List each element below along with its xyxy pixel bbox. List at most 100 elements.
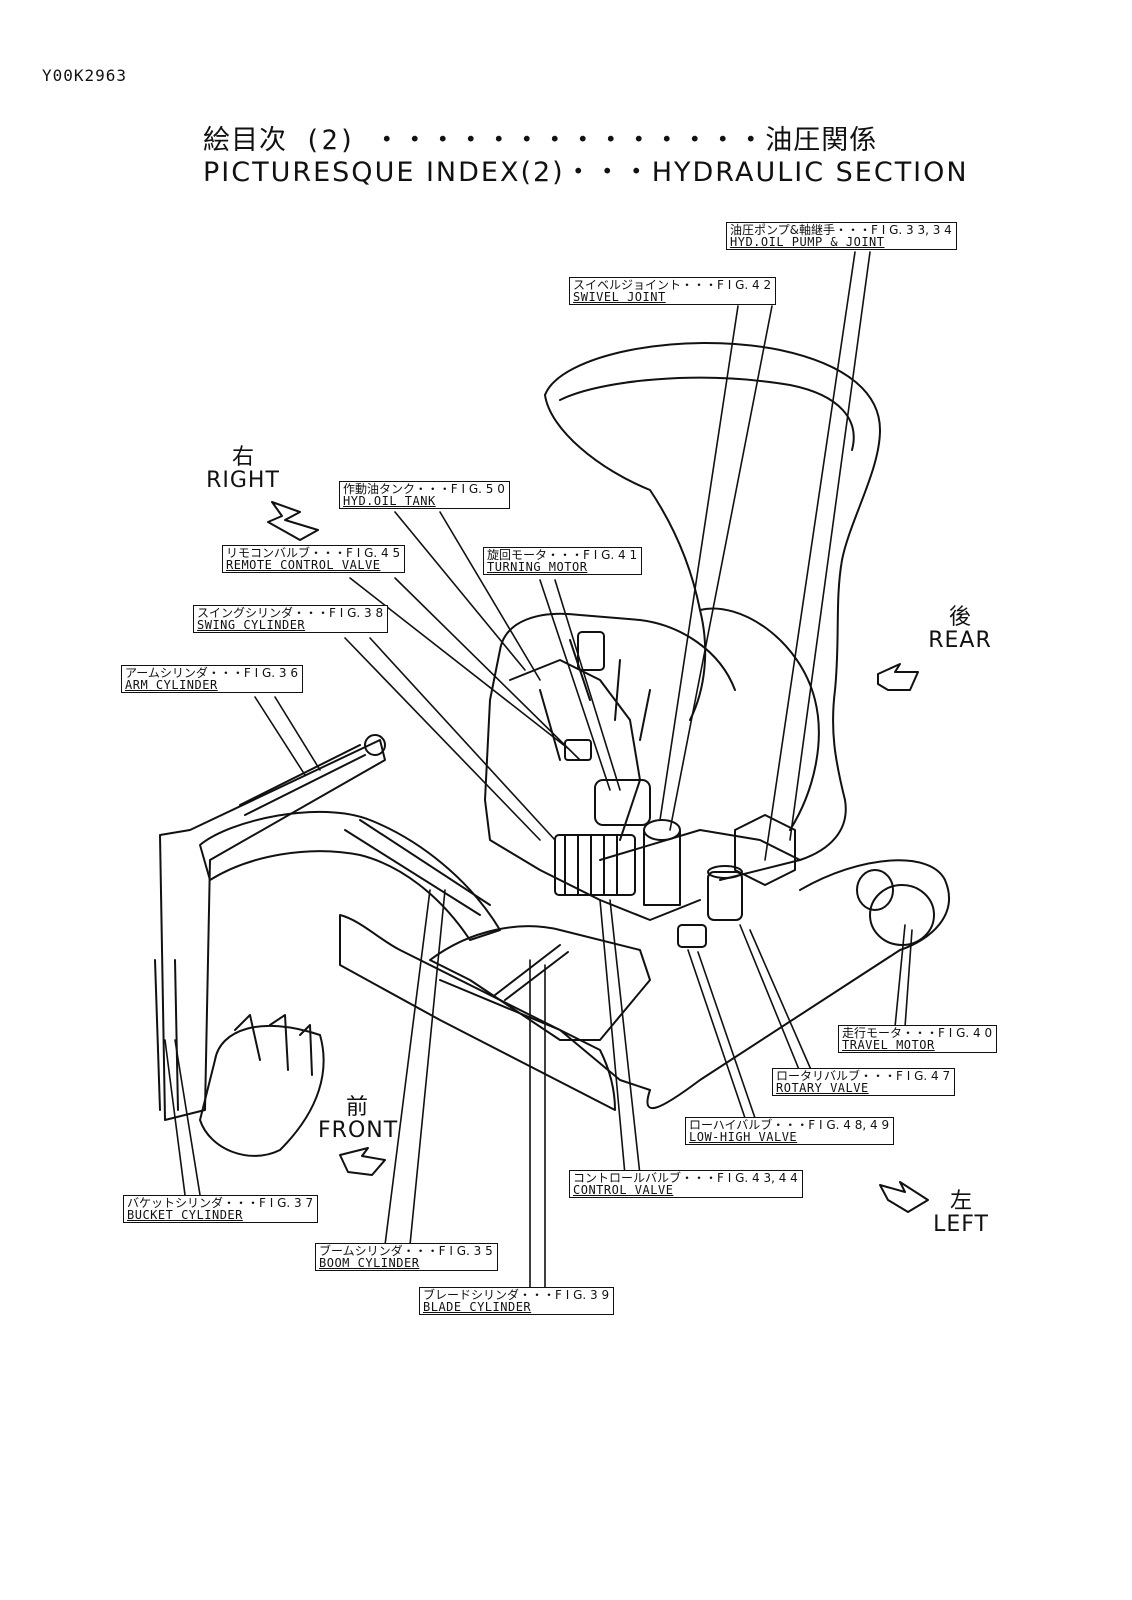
label-low-high-valve-en: LOW-HIGH VALVE xyxy=(689,1130,798,1144)
direction-front: 前 FRONT xyxy=(318,1095,399,1143)
label-swing-cylinder-en: SWING CYLINDER xyxy=(197,618,306,632)
arrow-right-icon xyxy=(267,501,319,541)
label-low-high-valve-ja: ローハイバルブ・・・F I G. 4 8, 4 9 xyxy=(689,1118,890,1132)
leader-swing-cylinder xyxy=(344,637,556,841)
direction-rear: 後 REAR xyxy=(925,606,995,652)
bucket-teeth xyxy=(234,1014,313,1076)
title-english: PICTURESQUE INDEX(2)・・・HYDRAULIC SECTION xyxy=(203,157,969,188)
leader-swivel-joint xyxy=(659,305,773,831)
document-id: Y00K2963 xyxy=(42,66,128,85)
dozer-blade xyxy=(339,914,616,1111)
arm-cylinder xyxy=(239,744,366,816)
pump-joint xyxy=(734,814,796,886)
leader-hyd-tank xyxy=(394,511,541,681)
label-low-high-valve: ローハイバルブ・・・F I G. 4 8, 4 9 LOW-HIGH VALVE xyxy=(685,1117,895,1145)
label-hyd-oil-pump-ja: 油圧ポンプ&軸継手・・・F I G. 3 3, 3 4 xyxy=(730,223,952,237)
boom xyxy=(199,810,501,941)
rotary-valve xyxy=(707,871,743,921)
lever-gauge xyxy=(577,631,605,671)
direction-rear-en: REAR xyxy=(928,628,992,653)
arrow-rear-icon xyxy=(877,663,919,691)
direction-right-en: RIGHT xyxy=(206,468,280,493)
low-high-valve xyxy=(677,924,707,948)
direction-front-ja: 前 xyxy=(345,1095,368,1120)
remote-valve xyxy=(564,739,592,761)
bucket-cylinder xyxy=(154,959,179,1111)
label-remote-control-valve-ja: リモコンバルブ・・・F I G. 4 5 xyxy=(226,546,401,560)
arm xyxy=(159,739,386,1121)
leader-bucket-cylinder xyxy=(164,1039,201,1196)
leader-boom-cylinder xyxy=(384,889,446,1246)
label-swivel-joint-en: SWIVEL JOINT xyxy=(573,290,666,304)
label-bucket-cylinder-ja: バケットシリンダ・・・F I G. 3 7 xyxy=(127,1196,314,1210)
leader-arm-cylinder xyxy=(254,696,321,776)
canopy-seat-back xyxy=(699,607,820,831)
leader-lines xyxy=(164,251,913,1291)
leader-low-high-valve xyxy=(687,949,756,1119)
bucket xyxy=(199,1024,325,1157)
label-swing-cylinder-ja: スイングシリンダ・・・F I G. 3 8 xyxy=(197,606,384,620)
label-blade-cylinder: ブレードシリンダ・・・F I G. 3 9 BLADE CYLINDER xyxy=(419,1287,615,1315)
label-remote-control-valve: リモコンバルブ・・・F I G. 4 5 REMOTE CONTROL VALV… xyxy=(222,545,406,573)
leader-turning-motor xyxy=(539,579,621,791)
direction-front-en: FRONT xyxy=(318,1118,399,1143)
canopy-outline xyxy=(544,341,881,881)
label-bucket-cylinder: バケットシリンダ・・・F I G. 3 7 BUCKET CYLINDER xyxy=(123,1195,319,1223)
label-swivel-joint: スイベルジョイント・・・F I G. 4 2 SWIVEL JOINT xyxy=(569,277,777,305)
leader-hyd-pump xyxy=(764,251,871,861)
right-track xyxy=(646,859,950,1109)
leader-blade-cylinder xyxy=(529,959,546,1291)
turning-motor-body xyxy=(594,779,651,826)
leader-rotary-valve xyxy=(739,924,813,1073)
label-rotary-valve: ロータリバルブ・・・F I G. 4 7 ROTARY VALVE xyxy=(772,1068,956,1096)
label-hyd-oil-pump-en: HYD.OIL PUMP & JOINT xyxy=(730,235,885,249)
label-hyd-oil-tank: 作動油タンク・・・F I G. 5 0 HYD.OIL TANK xyxy=(339,481,510,509)
label-turning-motor-ja: 旋回モータ・・・F I G. 4 1 xyxy=(487,548,638,562)
label-boom-cylinder: ブームシリンダ・・・F I G. 3 5 BOOM CYLINDER xyxy=(315,1243,498,1271)
control-valve-sections xyxy=(564,834,618,896)
direction-right: 右 RIGHT xyxy=(205,446,281,492)
upper-body-console xyxy=(509,659,641,841)
label-rotary-valve-en: ROTARY VALVE xyxy=(776,1081,869,1095)
canopy-inner-roof xyxy=(559,376,855,451)
swivel-joint xyxy=(643,819,681,841)
upper-body-left xyxy=(499,612,736,691)
label-arm-cylinder-ja: アームシリンダ・・・F I G. 3 6 xyxy=(125,666,299,680)
label-travel-motor-ja: 走行モータ・・・F I G. 4 0 xyxy=(842,1026,993,1040)
label-bucket-cylinder-en: BUCKET CYLINDER xyxy=(127,1208,243,1222)
upper-body-deck xyxy=(599,829,801,861)
boom-cylinder xyxy=(344,819,491,916)
title-japanese: 絵目次 (2) ・・・・・・・・・・・・・・油圧関係 xyxy=(203,125,878,156)
swivel-joint-body xyxy=(643,829,681,906)
rotary-valve-top xyxy=(707,865,743,879)
leader-control-valve xyxy=(599,899,641,1176)
arrow-left-icon xyxy=(879,1181,929,1213)
direction-left-ja: 左 xyxy=(949,1189,972,1214)
label-swivel-joint-ja: スイベルジョイント・・・F I G. 4 2 xyxy=(573,278,772,292)
label-boom-cylinder-ja: ブームシリンダ・・・F I G. 3 5 xyxy=(319,1244,493,1258)
label-boom-cylinder-en: BOOM CYLINDER xyxy=(319,1256,420,1270)
arm-pin xyxy=(364,734,386,756)
label-travel-motor: 走行モータ・・・F I G. 4 0 TRAVEL MOTOR xyxy=(838,1025,998,1053)
direction-rear-ja: 後 xyxy=(948,605,971,630)
label-arm-cylinder: アームシリンダ・・・F I G. 3 6 ARM CYLINDER xyxy=(121,665,304,693)
canopy-front-pillar xyxy=(544,394,707,721)
label-rotary-valve-ja: ロータリバルブ・・・F I G. 4 7 xyxy=(776,1069,951,1083)
label-turning-motor: 旋回モータ・・・F I G. 4 1 TURNING MOTOR xyxy=(483,547,643,575)
label-hyd-oil-pump: 油圧ポンプ&軸継手・・・F I G. 3 3, 3 4 HYD.OIL PUMP… xyxy=(726,222,957,250)
label-blade-cylinder-ja: ブレードシリンダ・・・F I G. 3 9 xyxy=(423,1288,610,1302)
label-hyd-oil-tank-ja: 作動油タンク・・・F I G. 5 0 xyxy=(343,482,505,496)
label-control-valve: コントロールバルブ・・・F I G. 4 3, 4 4 CONTROL VALV… xyxy=(569,1170,803,1198)
travel-motor-hub xyxy=(856,869,894,911)
label-control-valve-ja: コントロールバルブ・・・F I G. 4 3, 4 4 xyxy=(573,1171,798,1185)
control-valve-block xyxy=(554,834,636,896)
label-turning-motor-en: TURNING MOTOR xyxy=(487,560,588,574)
label-remote-control-valve-en: REMOTE CONTROL VALVE xyxy=(226,558,381,572)
direction-right-ja: 右 xyxy=(231,445,254,470)
label-blade-cylinder-en: BLADE CYLINDER xyxy=(423,1300,532,1314)
leader-travel-motor xyxy=(894,924,913,1028)
arrow-front-icon xyxy=(339,1147,386,1176)
label-swing-cylinder: スイングシリンダ・・・F I G. 3 8 SWING CYLINDER xyxy=(193,605,389,633)
